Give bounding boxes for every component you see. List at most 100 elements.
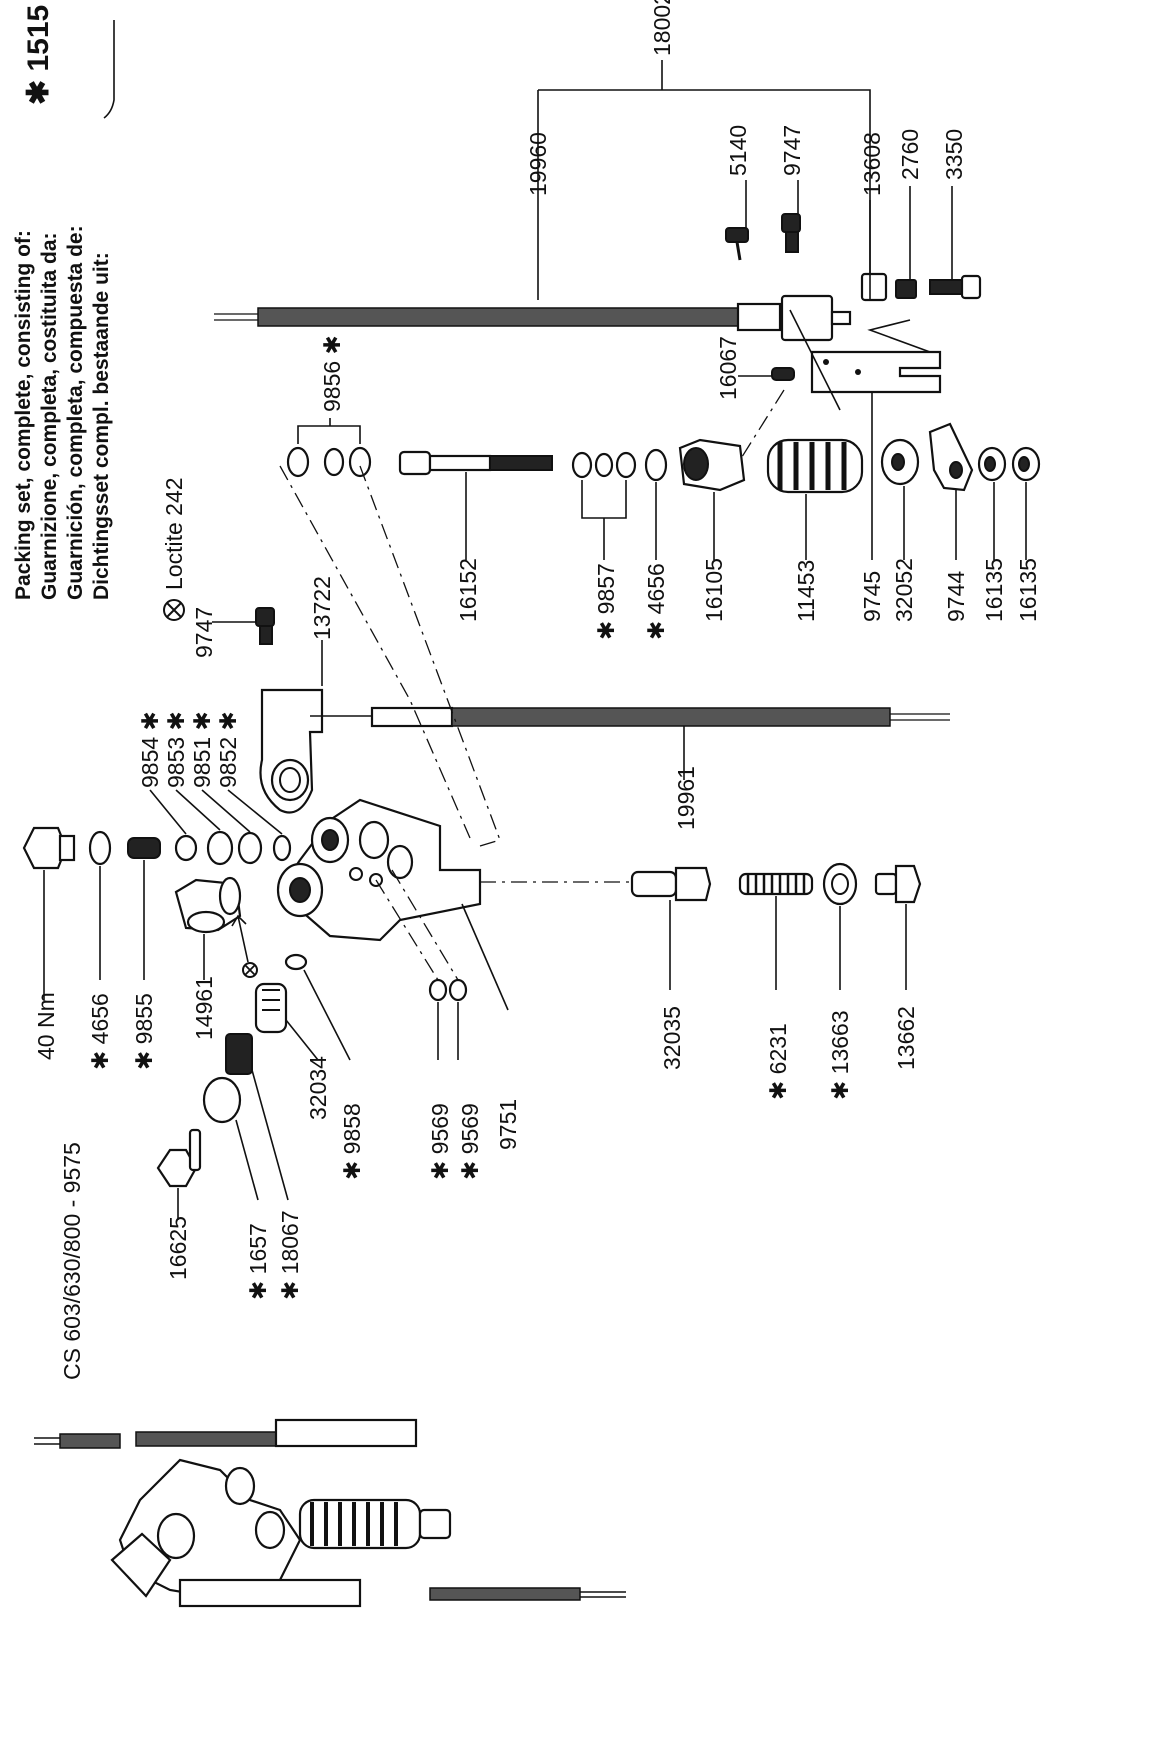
- label-16135-a: 16135: [981, 558, 1007, 622]
- leader-32034: [285, 1019, 319, 1061]
- part-9852-shape: [272, 834, 292, 862]
- label-1657: ✱ 1657: [245, 1223, 271, 1300]
- oring-4656-lower-shape: [88, 830, 112, 866]
- arrow-loctite: [231, 914, 249, 963]
- label-19960: 19960: [525, 132, 551, 196]
- label-5140: 5140: [725, 125, 751, 176]
- label-9857: ✱ 9857: [593, 563, 619, 640]
- sensor-16625-shape: [156, 1128, 202, 1188]
- leaders-9851-9854: [149, 789, 283, 835]
- label-13662: 13662: [893, 1006, 919, 1070]
- spring-9855-shape: [127, 837, 161, 859]
- lever-9744-shape: [928, 422, 974, 492]
- spring-18067-shape: [225, 1033, 253, 1075]
- label-4656-lower: ✱ 4656: [87, 993, 113, 1070]
- label-2760: 2760: [897, 129, 923, 180]
- label-32052: 32052: [891, 558, 917, 622]
- loctite-label: Loctite 242: [161, 477, 187, 590]
- label-18002: 18002: [649, 0, 675, 56]
- label-9747-lower: 9747: [191, 607, 217, 658]
- label-13608: 13608: [859, 132, 885, 196]
- leader-9751: [461, 903, 509, 1011]
- header-line-1: Packing set, complete, consisting of:: [12, 230, 35, 600]
- label-9569-b: ✱ 9569: [457, 1103, 483, 1180]
- oring-9858-shape: [284, 953, 308, 971]
- part-9851-shape: [237, 831, 263, 865]
- rod-19960-shape: [214, 302, 782, 332]
- label-32035: 32035: [659, 1006, 685, 1070]
- label-9751: 9751: [495, 1099, 521, 1150]
- label-16067: 16067: [715, 336, 741, 400]
- header-line-2: Guarnizione, completa, costituita da:: [38, 232, 61, 600]
- label-9851: 9851 ✱: [189, 711, 215, 788]
- label-9745: 9745: [859, 571, 885, 622]
- dash-16067: [739, 389, 785, 461]
- loctite-icon: [163, 599, 185, 621]
- label-11453: 11453: [793, 560, 819, 622]
- seals-9856-shape: [286, 446, 372, 478]
- header-code: ✱ 1515: [22, 5, 55, 105]
- label-13722: 13722: [309, 576, 335, 640]
- model-label: CS 603/630/800 - 9575: [59, 1142, 85, 1380]
- valve-stem-16152-shape: [398, 450, 553, 476]
- ring-13663-shape: [822, 862, 858, 906]
- header-line-3: Guarnición, completa, compuesta de:: [64, 225, 87, 600]
- label-6231: ✱ 6231: [765, 1023, 791, 1100]
- label-4656-upper: ✱ 4656: [643, 563, 669, 640]
- fitting-14961-shape: [174, 876, 242, 934]
- label-9569-a: ✱ 9569: [427, 1103, 453, 1180]
- leader-18067: [251, 1069, 289, 1201]
- label-32034: 32034: [305, 1056, 331, 1120]
- nut-16105-shape: [678, 438, 746, 492]
- label-18067: ✱ 18067: [277, 1210, 303, 1300]
- nut-16135-b-shape: [1011, 446, 1041, 482]
- block-13608-shape: [780, 294, 852, 342]
- bracket-13722-shape: [259, 688, 324, 814]
- label-9856: 9856 ✱: [319, 335, 345, 412]
- leader-1657: [235, 1119, 259, 1201]
- spring-11453-shape: [766, 438, 864, 494]
- plug-9575-shape: [22, 826, 76, 870]
- part-9854-shape: [174, 834, 198, 862]
- seals-9857-shape: [571, 451, 637, 479]
- bracket-9856: [297, 418, 361, 444]
- assembled-view-illustration: [34, 1418, 626, 1608]
- oring-9569-b-shape: [448, 978, 468, 1002]
- screw-3350-shape: [929, 274, 982, 300]
- fork-plate-9745-shape: [810, 350, 942, 394]
- nut-2760-shape: [860, 272, 917, 302]
- label-9744: 9744: [943, 571, 969, 622]
- oring-9569-a-shape: [428, 978, 448, 1002]
- label-19961: 19961: [673, 766, 699, 830]
- dash-assembly-mid: [279, 465, 501, 847]
- bracket-9857: [581, 480, 627, 560]
- screw-5140-shape: [725, 227, 749, 261]
- header-brace: [103, 20, 115, 119]
- leader-9858: [303, 969, 351, 1061]
- pin-16067-shape: [771, 367, 795, 381]
- rod-19961-shape: [310, 706, 950, 728]
- bracket-18002: [537, 60, 871, 300]
- part-9853-shape: [206, 830, 234, 866]
- header-line-4: Dichtingsset compl. bestaande uit:: [90, 252, 113, 600]
- label-9854: 9854 ✱: [137, 711, 163, 788]
- assembly-lines-upper: [789, 309, 931, 411]
- label-16105: 16105: [701, 558, 727, 622]
- label-9853: 9853 ✱: [163, 711, 189, 788]
- label-16625: 16625: [165, 1216, 191, 1280]
- label-9858: ✱ 9858: [339, 1103, 365, 1180]
- bolt-32035-shape: [630, 866, 712, 902]
- label-16135-b: 16135: [1015, 558, 1041, 622]
- screw-9747-lower-shape: [255, 607, 275, 645]
- label-3350: 3350: [941, 129, 967, 180]
- screw-9747-upper-shape: [781, 213, 801, 253]
- dash-9569: [375, 869, 459, 981]
- washer-1657-shape: [202, 1076, 242, 1124]
- washer-32052-shape: [880, 438, 920, 486]
- label-9747-upper: 9747: [779, 125, 805, 176]
- oring-4656-upper-shape: [644, 448, 668, 482]
- nut-16135-a-shape: [977, 446, 1007, 482]
- torque-label: 40 Nm: [33, 992, 59, 1060]
- label-9852: 9852 ✱: [215, 711, 241, 788]
